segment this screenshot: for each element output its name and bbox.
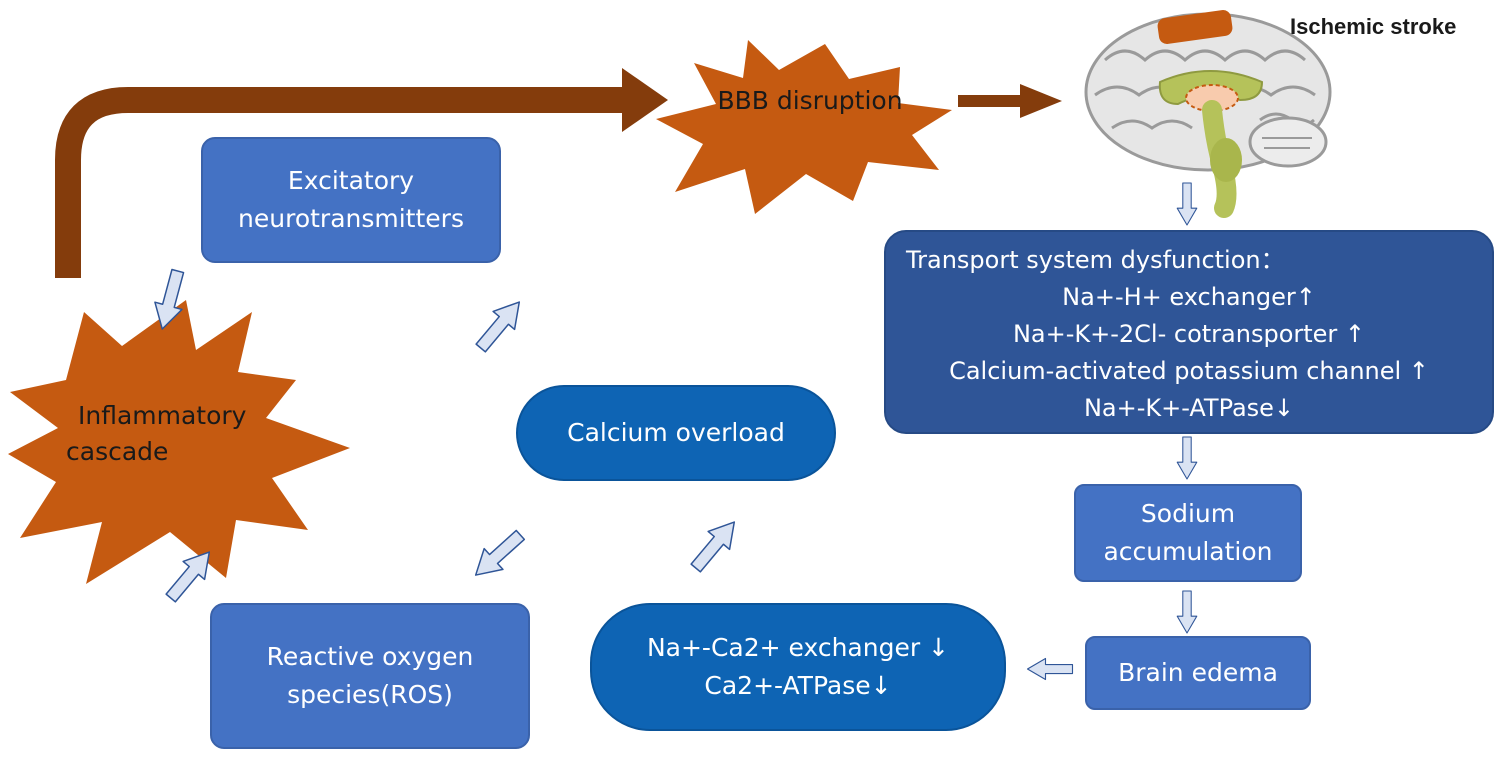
excitatory-neurotransmitters-box: Excitatory neurotransmitters	[201, 137, 501, 263]
arrow-brain-to-transport	[1176, 182, 1198, 226]
bbb-burst-shape	[656, 40, 952, 214]
arrow-edema-to-exchanger	[1026, 657, 1074, 681]
exchanger-line-2: Ca2+-ATPase↓	[704, 671, 892, 700]
transport-heading: Transport system dysfunction：	[906, 245, 1285, 274]
calcium-overload-box: Calcium overload	[516, 385, 836, 481]
sodium-accumulation-box: Sodium accumulation	[1074, 484, 1302, 582]
exchanger-line-1: Na+-Ca2+ exchanger ↓	[646, 633, 950, 662]
transport-dysfunction-box: Transport system dysfunction： Na+-H+ exc…	[884, 230, 1494, 434]
na-ca-exchanger-box: Na+-Ca2+ exchanger ↓ Ca2+-ATPase↓	[590, 603, 1006, 731]
ros-line-1: Reactive oxygen	[266, 642, 474, 671]
calcium-overload-text: Calcium overload	[567, 418, 785, 447]
sodium-line-1: Sodium	[1140, 499, 1236, 528]
inflammatory-cascade-label: Inflammatory cascade	[64, 398, 284, 470]
arrow-sodium-to-edema	[1176, 590, 1198, 634]
inflammatory-burst-shape	[8, 300, 350, 584]
brain-edema-text: Brain edema	[1118, 658, 1278, 687]
transport-item-4: Na+-K+-ATPase↓	[1083, 393, 1295, 422]
transport-item-1: Na+-H+ exchanger↑	[1062, 282, 1316, 311]
bbb-to-brain-arrow	[958, 84, 1062, 118]
excitatory-line-1: Excitatory	[287, 166, 415, 195]
transport-item-3: Calcium-activated potassium channel ↑	[949, 356, 1429, 385]
big-curved-arrow	[55, 68, 668, 278]
arrow-transport-to-sodium	[1176, 436, 1198, 480]
arrow-exchanger-to-calcium	[684, 512, 746, 578]
inflammatory-line-2: cascade	[66, 437, 169, 466]
excitatory-line-2: neurotransmitters	[238, 204, 464, 233]
sodium-line-2: accumulation	[1103, 537, 1273, 566]
arrow-calcium-to-ros	[465, 523, 531, 587]
bbb-disruption-label: BBB disruption	[717, 86, 903, 115]
ischemic-stroke-label: Ischemic stroke	[1290, 14, 1457, 39]
arrow-calcium-to-excitatory	[469, 292, 531, 358]
ros-line-2: species(ROS)	[287, 680, 453, 709]
brain-edema-box: Brain edema	[1085, 636, 1311, 710]
inflammatory-line-1: Inflammatory	[78, 401, 247, 430]
transport-item-2: Na+-K+-2Cl- cotransporter ↑	[1012, 319, 1366, 348]
brain-icon	[1084, 10, 1332, 218]
ros-box: Reactive oxygen species(ROS)	[210, 603, 530, 749]
